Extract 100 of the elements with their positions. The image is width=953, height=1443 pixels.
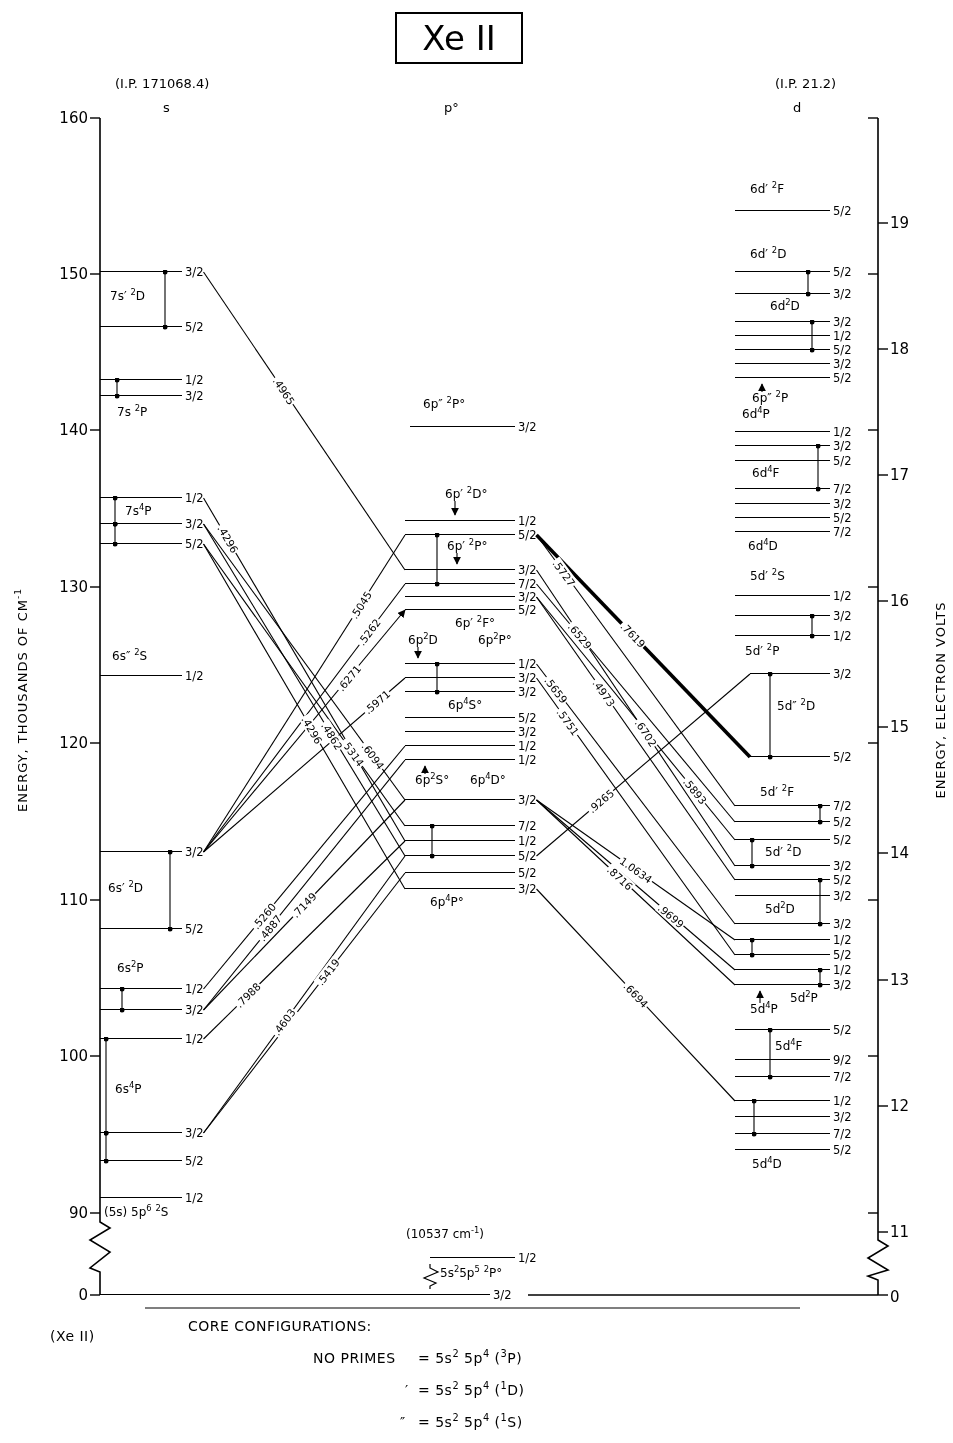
column-heading: d [793, 100, 802, 115]
leader-arrow [421, 765, 429, 775]
energy-level: 1/2 [735, 1095, 852, 1107]
energy-level: 1/2 [100, 1033, 204, 1045]
energy-level: 5/2 [735, 816, 852, 828]
term-symbol: 6p$^{4}$S° [448, 699, 483, 712]
energy-level: 5/2 [735, 874, 852, 886]
term-symbol: 6s′ $^{2}$D [108, 882, 144, 895]
axis-tick-label: 110 [59, 891, 88, 909]
transition-line [202, 840, 406, 1040]
energy-level: 3/2 [735, 610, 852, 622]
energy-level: 3/2 [100, 1004, 204, 1016]
energy-level: 5/2 [405, 850, 537, 862]
energy-level: 7/2 [735, 483, 852, 495]
axis-tick-label: 19 [890, 214, 910, 232]
axis-tick-label: 18 [890, 340, 910, 358]
note: = 5s$^{2}$ 5p$^{4}$ ($^{1}$D) [418, 1382, 525, 1398]
axis-tick-label: 15 [890, 718, 910, 736]
term-symbol: 5d$^{2}$P [790, 992, 818, 1005]
energy-level: 5/2 [405, 867, 537, 879]
energy-level: 3/2 [405, 672, 537, 684]
leader-arrow [453, 552, 461, 565]
energy-level: 5/2 [100, 321, 204, 333]
axis-tick-label: 130 [59, 578, 88, 596]
note: CORE CONFIGURATIONS: [188, 1318, 372, 1334]
energy-level: 1/2 [735, 590, 852, 602]
energy-level: 3/2 [100, 390, 204, 402]
term-symbol: 6d$^{2}$D [770, 300, 800, 313]
term-symbol: 6d′ $^{2}$D [750, 248, 787, 261]
energy-level: 3/2 [750, 668, 852, 680]
leader-arrow [451, 500, 459, 516]
energy-level: 3/2 [735, 890, 852, 902]
term-symbol: 7s′ $^{2}$D [110, 290, 146, 303]
energy-level: 5/2 [100, 538, 204, 550]
energy-level: 7/2 [405, 820, 537, 832]
axis-tick-label: 140 [59, 421, 88, 439]
term-symbol: 6d$^{4}$D [748, 540, 778, 553]
energy-level: 7/2 [735, 1071, 852, 1083]
term-symbol: 5d′ $^{2}$S [750, 570, 785, 583]
energy-level: 1/2 [405, 658, 537, 670]
note: ′ [405, 1382, 409, 1398]
energy-level: 3/2 [735, 979, 852, 991]
axis-tick-label: 16 [890, 592, 910, 610]
leader-arrow [756, 990, 764, 1004]
energy-level: 5/2 [735, 512, 852, 524]
energy-level: 3/2 [100, 846, 204, 858]
axis-tick-label: 11 [890, 1223, 910, 1241]
axis-tick-label: 160 [59, 109, 88, 127]
term-symbol: 6p$^{4}$D° [470, 774, 506, 787]
term-symbol: 6p′ $^{2}$P° [447, 540, 488, 553]
term-symbol: 6p″ $^{2}$P [752, 392, 789, 405]
transition-line [535, 677, 736, 956]
term-symbol: 5d′ $^{2}$F [760, 786, 795, 799]
energy-level: 3/2 [405, 794, 537, 806]
term-symbol: 6d$^{4}$P [742, 408, 770, 421]
term-symbol: 5d′ $^{2}$D [765, 846, 802, 859]
energy-level: 3/2 [405, 591, 537, 603]
energy-level: 3/2 [100, 1289, 512, 1301]
axis-tick-label: 14 [890, 844, 910, 862]
note: (Xe II) [50, 1328, 95, 1344]
energy-level: 5/2 [735, 205, 852, 217]
term-symbol: 5s$^{2}$5p$^{5}$ $^{2}$P° [440, 1267, 503, 1280]
energy-level: 5/2 [735, 949, 852, 961]
note: = 5s$^{2}$ 5p$^{4}$ ($^{3}$P) [418, 1350, 523, 1366]
energy-level: 3/2 [100, 1127, 204, 1139]
term-symbol: 6s″ $^{2}$S [112, 650, 148, 663]
energy-level: 3/2 [735, 440, 852, 452]
energy-level: 3/2 [735, 358, 852, 370]
term-symbol: 5d″ $^{2}$D [777, 700, 816, 713]
energy-level: 3/2 [735, 860, 852, 872]
energy-level: 3/2 [405, 883, 537, 895]
energy-level: 9/2 [735, 1054, 852, 1066]
term-symbol: 6p$^{2}$S° [415, 774, 450, 787]
axis-tick-label: 100 [59, 1047, 88, 1065]
transition-line [535, 888, 736, 1102]
energy-level: 5/2 [405, 712, 537, 724]
energy-level: 5/2 [735, 372, 852, 384]
energy-level: 7/2 [735, 526, 852, 538]
energy-level: 1/2 [430, 1252, 537, 1264]
energy-level: 1/2 [405, 835, 537, 847]
term-symbol: (5s) 5p$^{6}$ $^{2}$S [104, 1206, 169, 1219]
energy-level: 1/2 [735, 934, 852, 946]
term-symbol: 6s$^{4}$P [115, 1083, 142, 1096]
energy-level: 7/2 [735, 800, 852, 812]
energy-level: 3/2 [735, 1111, 852, 1123]
term-symbol: 6p′ $^{2}$D° [445, 488, 488, 501]
term-symbol: 6s$^{2}$P [117, 962, 144, 975]
term-symbol: 6p′ $^{2}$F° [455, 617, 496, 630]
column-heading: (I.P. 21.2) [775, 76, 837, 91]
column-heading: p° [444, 100, 459, 115]
energy-level: 1/2 [735, 426, 852, 438]
term-symbol: 6p$^{2}$D [408, 634, 438, 647]
transition-line [535, 663, 736, 925]
transition-line [202, 799, 406, 1011]
leader-arrow [758, 383, 766, 393]
term-symbol: 6p$^{2}$P° [478, 634, 512, 647]
term-symbol: 6d′ $^{2}$F [750, 183, 785, 196]
energy-level: 3/2 [735, 918, 852, 930]
energy-level: 1/2 [100, 670, 204, 682]
energy-level: 1/2 [100, 374, 204, 386]
